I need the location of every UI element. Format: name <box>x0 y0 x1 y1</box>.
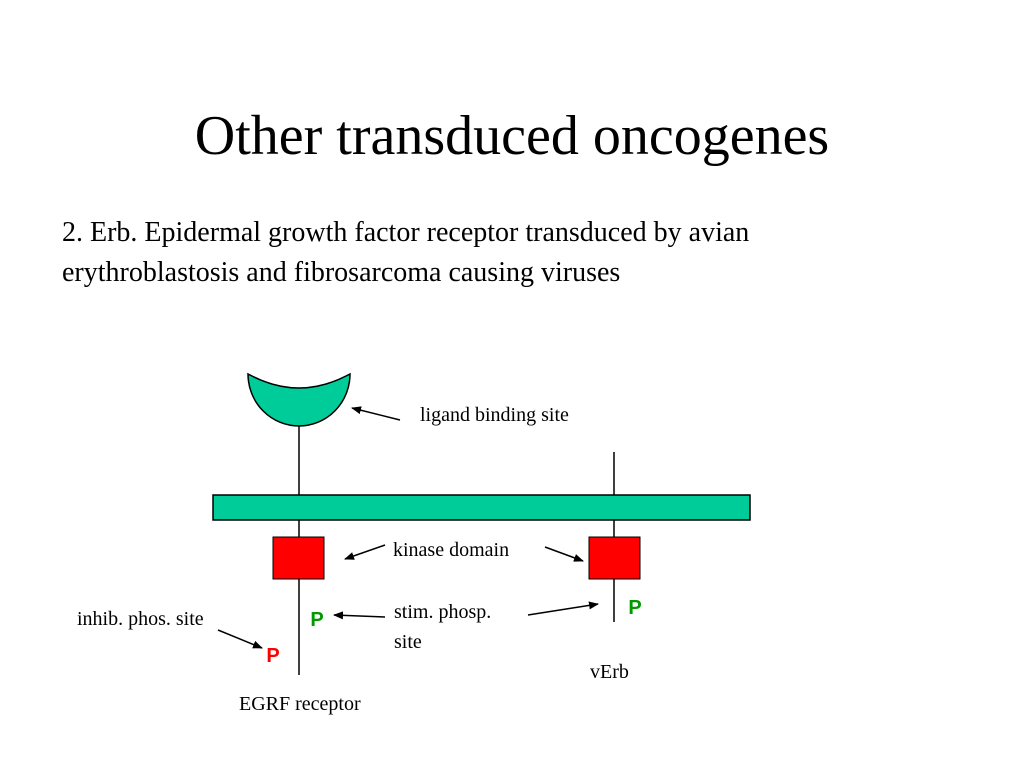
stim-phosp-label-line1: stim. phosp. <box>394 601 491 623</box>
verb-label: vErb <box>590 661 629 683</box>
ligand-binding-site-label: ligand binding site <box>420 404 569 426</box>
stim-arrow-left <box>333 611 386 620</box>
stim-phosp-label-line2: site <box>394 631 422 653</box>
body-line-1: 2. Erb. Epidermal growth factor receptor… <box>62 217 750 248</box>
kinase-arrow-right <box>544 546 584 562</box>
p-inhibitory-egfr: P <box>266 645 279 667</box>
slide-title: Other transduced oncogenes <box>194 105 830 167</box>
ligand-arrow <box>351 406 401 421</box>
ligand-binding-cup <box>247 372 351 427</box>
egfr-kinase-domain <box>272 536 325 580</box>
p-stimulatory-verb: P <box>628 597 641 619</box>
cell-membrane <box>212 494 751 521</box>
body-line-2: erythroblastosis and fibrosarcoma causin… <box>62 257 621 288</box>
kinase-arrow-left <box>344 544 386 560</box>
inhib-arrow <box>217 629 263 649</box>
inhib-phos-site-label: inhib. phos. site <box>77 608 204 630</box>
kinase-domain-label: kinase domain <box>393 539 509 561</box>
stim-arrow-right <box>527 601 599 616</box>
p-stimulatory-egfr: P <box>310 609 323 631</box>
verb-kinase-domain <box>588 536 641 580</box>
slide-body-text: 2. Erb. Epidermal growth factor receptor… <box>62 213 962 293</box>
egfr-receptor-label: EGRF receptor <box>239 693 361 715</box>
